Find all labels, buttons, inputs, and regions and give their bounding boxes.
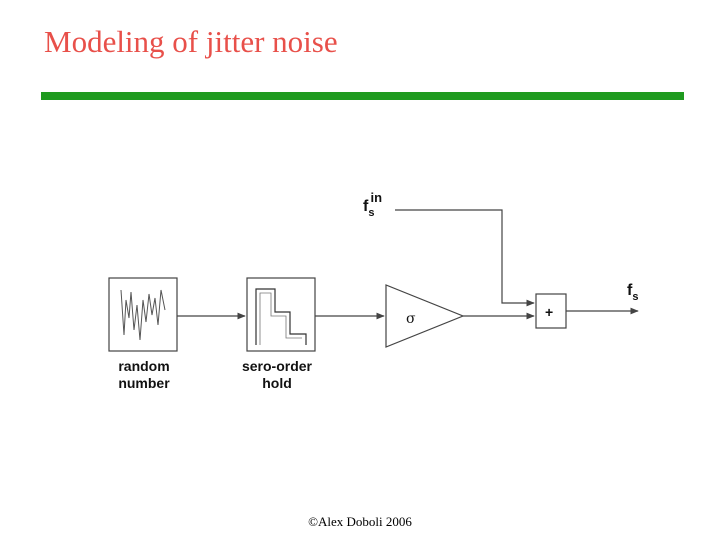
gain-symbol: σ <box>406 311 416 327</box>
output-signal-label: fs <box>627 282 639 303</box>
random-number-label-line2: number <box>118 375 170 391</box>
input-signal-base: f <box>363 198 369 215</box>
footer-copyright: ©Alex Doboli 2006 <box>308 514 412 529</box>
adder-block <box>535 293 567 329</box>
title-rule <box>41 92 684 100</box>
zero-order-hold-label: sero-order hold <box>232 358 322 392</box>
wire-input-to-adder <box>395 209 535 307</box>
random-number-label-line1: random <box>118 358 170 374</box>
hold-staircase-waveform <box>255 288 307 345</box>
random-number-label: random number <box>108 358 180 392</box>
slide-title: Modeling of jitter noise <box>44 24 338 59</box>
gain-amplifier <box>385 284 465 348</box>
zero-order-hold-label-line1: sero-order <box>241 358 313 374</box>
zero-order-hold-block <box>246 277 316 352</box>
output-signal-base: f <box>627 282 633 299</box>
input-signal-sub: s <box>368 207 375 219</box>
adder-symbol: + <box>545 304 553 320</box>
input-signal-sup: in <box>370 190 383 205</box>
random-noise-waveform <box>120 289 166 341</box>
zero-order-hold-label-line2: hold <box>262 375 292 391</box>
output-signal-sub: s <box>632 291 639 303</box>
random-number-block <box>108 277 178 352</box>
input-signal-label: fs in <box>363 190 386 219</box>
